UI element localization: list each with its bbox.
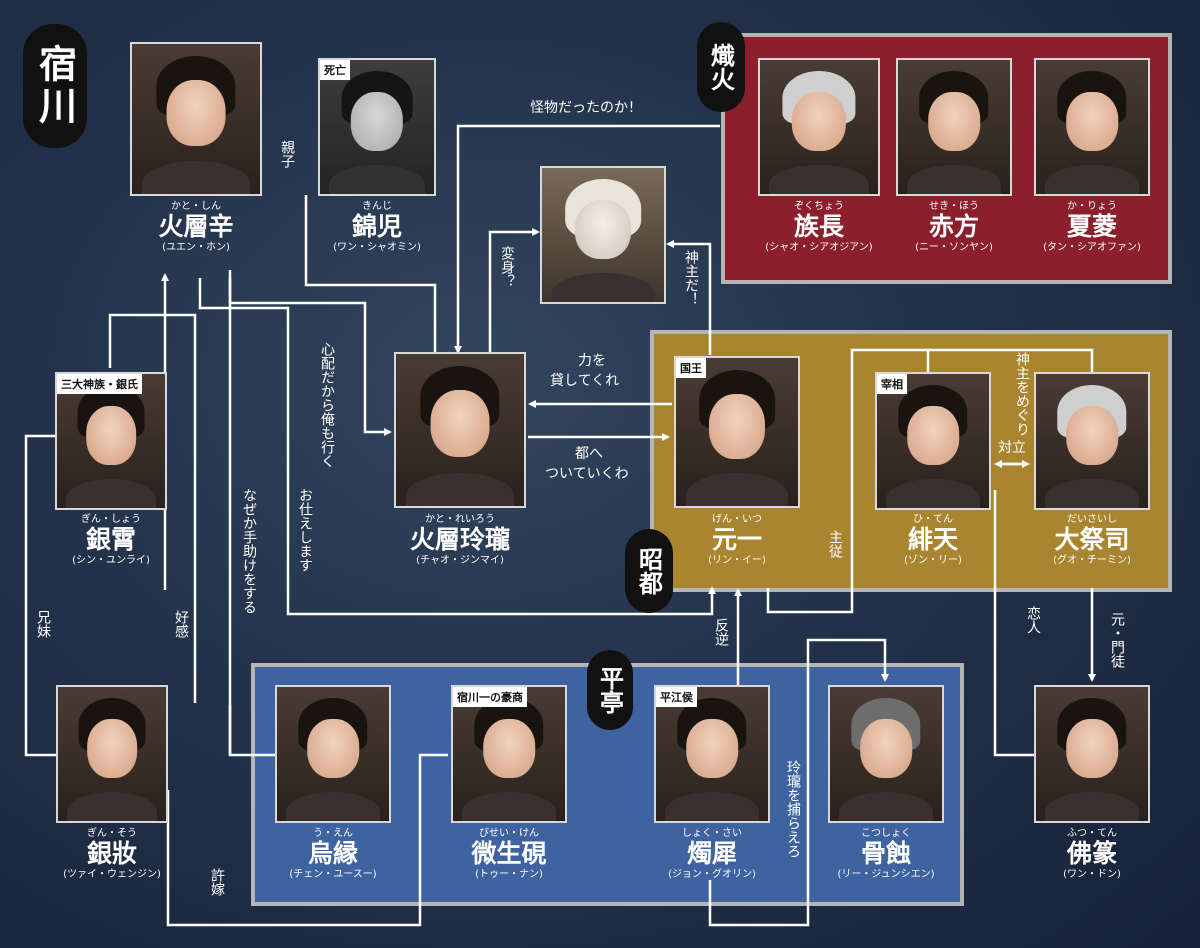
name-kaentoreirou: かと・れいろう 火層玲瓏 (チャオ・ジンマイ) [409, 514, 510, 566]
portrait-hiten: 宰相 [875, 372, 991, 510]
portrait-daisaishi [1034, 372, 1150, 510]
rel-label-otsukae: お仕えします [297, 488, 313, 572]
rel-label-koukan: 好感 [173, 610, 189, 638]
rel-label-henshin: 変身？ [499, 246, 515, 288]
role-tag-biseiken: 宿川一の豪商 [453, 687, 527, 707]
rel-label-chikara-2: 貸してくれ [550, 373, 620, 389]
portrait-shokusai: 平江侯 [654, 685, 770, 823]
name-ginsou: ぎん・そう 銀妝 (ツァイ・ウェンジン) [63, 828, 161, 880]
portrait-karyou [1034, 58, 1150, 196]
rel-label-shujuu: 主従 [827, 530, 843, 558]
role-tag-kinji: 死亡 [320, 60, 350, 80]
rel-label-shinpai: 心配だから俺も行く [319, 342, 335, 468]
portrait-kinji: 死亡 [318, 58, 436, 196]
group-badge-shouto: 昭都 [625, 529, 673, 613]
portrait-futsuten [1034, 685, 1150, 823]
name-daisaishi: だいさいし 大祭司 (グオ・チーミン) [1053, 514, 1131, 566]
portrait-kamisama-creature [540, 166, 666, 304]
name-ginshou: ぎん・しょう 銀霄 (シン・ユンライ) [72, 514, 150, 566]
name-kaentoshin: かと・しん 火層辛 (ユエン・ホン) [158, 201, 234, 253]
rel-label-toraero: 玲瓏を捕らえろ [785, 760, 801, 858]
rel-label-tairitsu-2: 対立 [998, 440, 1026, 456]
role-tag-ginshou: 三大神族・銀氏 [57, 374, 142, 394]
portrait-sekihou [896, 58, 1012, 196]
group-badge-heitei: 平亭 [587, 650, 633, 730]
rel-label-hangyaku: 反逆 [713, 618, 729, 646]
portrait-genitsu: 国王 [674, 356, 800, 508]
rel-label-miyako-2: ついていくわ [545, 466, 629, 482]
portrait-ginshou: 三大神族・銀氏 [55, 372, 167, 510]
name-sekihou: せき・ほう 赤方 (ニー・ソンヤン) [915, 201, 993, 253]
rel-label-koibito: 恋人 [1025, 606, 1041, 634]
portrait-ginsou [56, 685, 168, 823]
line-shinpai [228, 270, 392, 436]
rel-label-kyoudai: 兄妹 [35, 610, 51, 638]
name-futsuten: ふつ・てん 佛篆 (ワン・ドン) [1063, 828, 1121, 880]
rel-label-oyako: 親子 [279, 140, 295, 168]
rel-label-kaibutsu: 怪物だったのか！ [530, 100, 642, 116]
name-kotsushoku: こつしょく 骨蝕 (リー・ジュンシエン) [837, 828, 935, 880]
rel-label-nazeka: なぜか手助けをする [241, 488, 257, 614]
portrait-biseiken: 宿川一の豪商 [451, 685, 567, 823]
group-badge-shukusen: 宿川 [23, 24, 87, 148]
portrait-kaentoshin [130, 42, 262, 196]
portrait-kaentoreirou [394, 352, 526, 508]
name-kinji: きんじ 錦児 (ワン・シャオミン) [333, 201, 421, 253]
name-biseiken: びせい・けん 微生硯 (トゥー・ナン) [471, 828, 547, 880]
rel-label-tairitsu-1: 神主をめぐり [1014, 352, 1030, 436]
role-tag-hiten: 宰相 [877, 374, 907, 394]
rel-label-monto: 元・門徒 [1109, 612, 1125, 668]
portrait-kotsushoku [828, 685, 944, 823]
rel-label-chikara-1: 力を [578, 353, 606, 369]
role-tag-shokusai: 平江侯 [656, 687, 697, 707]
portrait-uen [275, 685, 391, 823]
name-uen: う・えん 烏縁 (チェン・ユースー) [289, 828, 377, 880]
name-hiten: ひ・てん 緋天 (ゾン・リー) [904, 514, 962, 566]
rel-label-iinazuke: 許嫁 [209, 868, 225, 896]
rel-label-kamisama: 神主だ！ [683, 250, 699, 306]
group-badge-shikka: 熾火 [697, 22, 745, 112]
name-genitsu: げん・いつ 元一 (リン・イー) [708, 514, 766, 566]
role-tag-genitsu: 国王 [676, 358, 706, 378]
rel-label-miyako-1: 都へ [575, 446, 603, 462]
portrait-zokuchou [758, 58, 880, 196]
name-shokusai: しょく・さい 燭犀 (ジョン・グオリン) [668, 828, 756, 880]
name-zokuchou: ぞくちょう 族長 (シャオ・シアオジアン) [765, 201, 873, 253]
name-karyou: か・りょう 夏菱 (タン・シアオファン) [1043, 201, 1141, 253]
